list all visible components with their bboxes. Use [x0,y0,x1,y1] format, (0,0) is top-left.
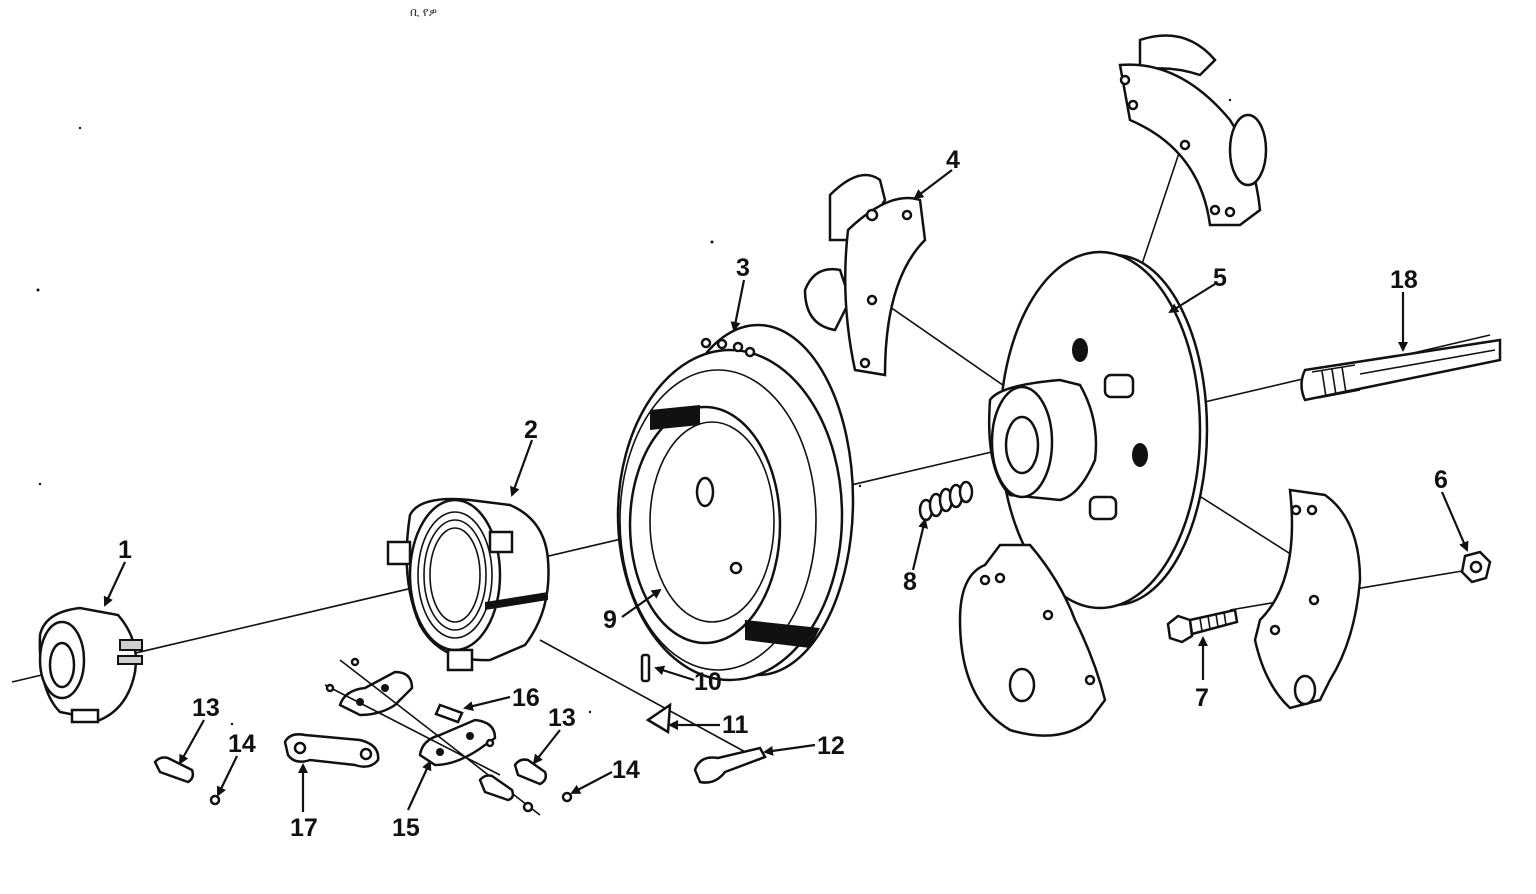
scan-specks [36,98,1232,726]
callout-14-left: 14 [228,730,256,758]
part-4-brake-shoe [803,173,927,377]
part-14-clip-right [325,657,573,813]
part-13-pin-right [478,758,548,802]
callout-9: 9 [603,606,617,634]
part-5-disc [987,250,1209,610]
part-8-spring [918,480,974,522]
callout-leaders [103,169,1469,812]
part-18-shaft [1300,338,1502,402]
callout-7: 7 [1195,684,1209,712]
callout-13-left: 13 [192,694,220,722]
callout-15: 15 [392,814,420,842]
brake-shoe-lower-left [958,543,1107,737]
callout-17: 17 [290,814,318,842]
callout-10: 10 [694,668,722,696]
brake-shoe-upper-right [1118,34,1268,227]
callout-13-right: 13 [548,704,576,732]
part-11-wedge [645,702,672,735]
callout-14-right: 14 [612,756,640,784]
part-13-pin-left [153,756,195,784]
part-7-bolt [1166,608,1239,644]
part-1-hub [38,606,143,724]
callout-labels: 1 2 3 4 5 6 7 8 9 10 11 12 13 13 14 14 1… [118,146,1448,842]
callout-3: 3 [736,254,750,282]
callout-12: 12 [817,732,845,760]
callout-11: 11 [722,711,749,739]
callout-16: 16 [512,684,540,712]
part-14-clip-left [209,794,221,806]
part-3-drum [616,323,855,682]
brake-shoe-lower-right [1253,488,1362,710]
callout-8: 8 [903,568,917,596]
scan-smudge: ቢ የዎ [410,5,437,19]
part-2-collar [386,497,550,672]
callout-18: 18 [1390,266,1418,294]
part-12-lever [693,746,767,784]
part-10-pin [640,653,651,683]
part-17-link [283,733,380,768]
part-16-pin [434,703,464,724]
callout-6: 6 [1434,466,1448,494]
callout-4: 4 [946,146,960,174]
callout-1: 1 [118,536,132,564]
callout-2: 2 [524,416,538,444]
callout-5: 5 [1213,264,1227,292]
part-6-nut [1460,550,1492,584]
